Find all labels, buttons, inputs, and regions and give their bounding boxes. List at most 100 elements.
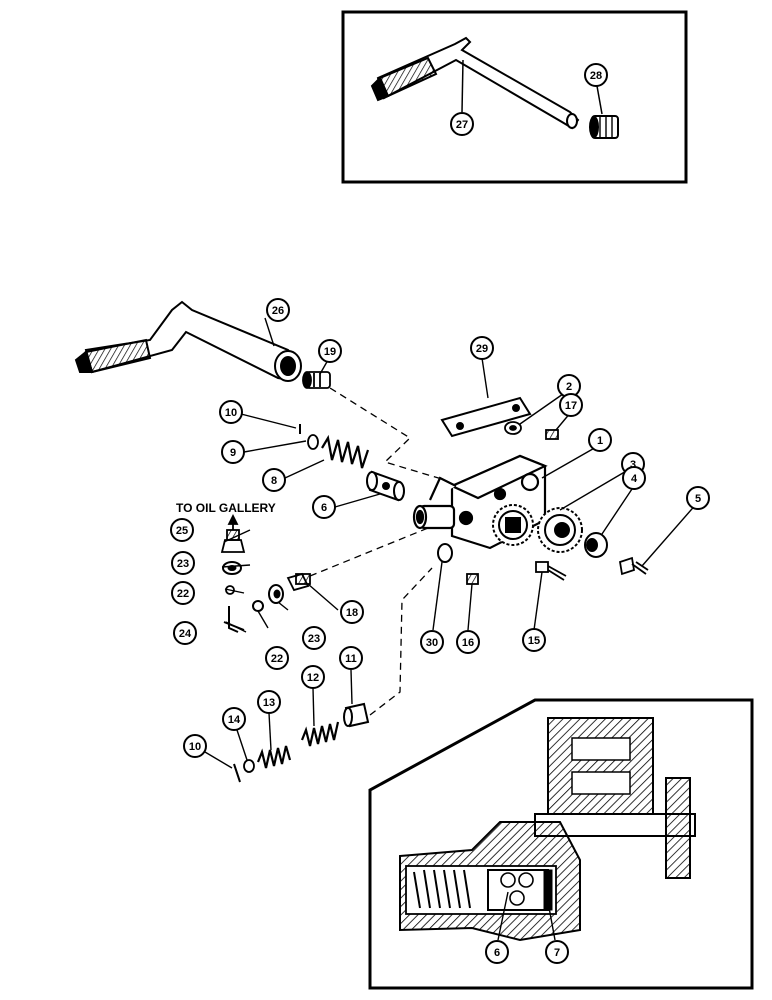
washer-9-drawing bbox=[307, 434, 319, 450]
shaft-collar-section bbox=[665, 777, 691, 879]
leader-7-inset bbox=[547, 901, 556, 941]
callout-23-left: 23 bbox=[171, 551, 195, 575]
callout-15-label: 15 bbox=[528, 635, 540, 647]
spring-13-drawing bbox=[256, 745, 292, 769]
callout-4-label: 4 bbox=[631, 473, 638, 485]
callouts: 26 19 29 2 17 10 9 8 1 3 4 5 6 25 23 22 … bbox=[170, 63, 710, 964]
callout-17-label: 17 bbox=[565, 400, 577, 412]
callout-3-label: 3 bbox=[630, 459, 636, 471]
main-assembly bbox=[74, 300, 699, 783]
gear-cavity-upper bbox=[571, 737, 631, 761]
callout-30: 30 bbox=[420, 630, 444, 654]
ball-22-right-drawing bbox=[252, 600, 264, 612]
callout-10-upper-label: 10 bbox=[225, 407, 237, 419]
callout-25: 25 bbox=[170, 518, 194, 542]
callout-1: 1 bbox=[588, 428, 612, 452]
pin-24-drawing bbox=[223, 606, 245, 633]
callout-10-lower: 10 bbox=[183, 734, 207, 758]
callout-8: 8 bbox=[262, 468, 286, 492]
plate-29-drawing bbox=[440, 396, 532, 438]
washer-14-drawing bbox=[243, 759, 255, 773]
fitting-25-drawing bbox=[220, 513, 246, 553]
alignment-line-lower bbox=[369, 567, 433, 716]
top-inset bbox=[341, 10, 688, 184]
callout-16-label: 16 bbox=[462, 637, 474, 649]
callout-10-lower-label: 10 bbox=[189, 741, 201, 753]
callout-2-label: 2 bbox=[566, 381, 572, 393]
callout-25-label: 25 bbox=[176, 525, 188, 537]
callout-26-label: 26 bbox=[272, 305, 284, 317]
callout-22-left-label: 22 bbox=[177, 588, 189, 600]
callout-10-upper: 10 bbox=[219, 400, 243, 424]
valve-6-drawing bbox=[366, 470, 405, 502]
callout-9-label: 9 bbox=[230, 447, 236, 459]
callout-11-label: 11 bbox=[345, 653, 357, 665]
spring-8-drawing bbox=[321, 434, 370, 469]
callout-4: 4 bbox=[622, 466, 646, 490]
callout-29-label: 29 bbox=[476, 343, 488, 355]
callout-19-label: 19 bbox=[324, 346, 336, 358]
plunger-port-b bbox=[518, 872, 534, 888]
callout-15: 15 bbox=[522, 628, 546, 652]
callout-11: 11 bbox=[339, 646, 363, 670]
plug-17-drawing bbox=[545, 429, 559, 440]
callout-24-label: 24 bbox=[179, 628, 192, 640]
callout-8-label: 8 bbox=[271, 475, 277, 487]
pin-10-lower-drawing bbox=[233, 763, 241, 783]
callout-29: 29 bbox=[470, 336, 494, 360]
crank-handle-26-drawing bbox=[74, 300, 302, 382]
callout-14: 14 bbox=[222, 707, 246, 731]
callout-16: 16 bbox=[456, 630, 480, 654]
leader-27 bbox=[461, 59, 464, 113]
washer-23-right-hole bbox=[273, 589, 281, 599]
callout-22-right: 22 bbox=[265, 646, 289, 670]
washer-4-drawing bbox=[584, 532, 608, 558]
plunger-port-c bbox=[509, 890, 525, 906]
callout-6-inset-label: 6 bbox=[494, 947, 500, 959]
leader-6-inset bbox=[497, 891, 509, 941]
callout-14-label: 14 bbox=[228, 714, 241, 726]
gear-cavity-lower bbox=[571, 771, 631, 795]
crank-handle-27-drawing bbox=[370, 36, 580, 130]
spring-12-drawing bbox=[300, 721, 340, 747]
callout-13: 13 bbox=[257, 690, 281, 714]
callout-5: 5 bbox=[686, 486, 710, 510]
plug-16-drawing bbox=[466, 573, 479, 585]
callout-18-label: 18 bbox=[346, 607, 358, 619]
leader-lines bbox=[204, 317, 699, 769]
alignment-line-upper bbox=[329, 387, 446, 481]
callout-12: 12 bbox=[301, 665, 325, 689]
fitting-28-drawing bbox=[589, 115, 619, 139]
callout-22-right-label: 22 bbox=[271, 653, 283, 665]
callout-22-left: 22 bbox=[171, 581, 195, 605]
plug-11-drawing bbox=[343, 702, 370, 728]
callout-30-label: 30 bbox=[426, 637, 438, 649]
top-inset-frame bbox=[341, 10, 688, 184]
o-ring-30-drawing bbox=[437, 543, 453, 563]
callout-23-right: 23 bbox=[302, 626, 326, 650]
callout-27: 27 bbox=[450, 112, 474, 136]
bolt-15-drawing bbox=[535, 561, 567, 581]
leader-28 bbox=[596, 85, 603, 115]
callout-9: 9 bbox=[221, 440, 245, 464]
retaining-pin-7-section bbox=[543, 869, 553, 911]
oil-gallery-note: TO OIL GALLERY bbox=[176, 501, 276, 515]
callout-27-label: 27 bbox=[456, 119, 468, 131]
relief-spring-section bbox=[413, 869, 471, 909]
callout-5-label: 5 bbox=[695, 493, 701, 505]
plunger-port-a bbox=[500, 872, 516, 888]
bolt-5-drawing bbox=[618, 556, 649, 576]
callout-23-right-label: 23 bbox=[308, 633, 320, 645]
nut-2-drawing bbox=[504, 421, 522, 435]
callout-7: 7 bbox=[545, 940, 569, 964]
bottom-inset bbox=[368, 698, 754, 990]
pump-housing-section bbox=[547, 717, 654, 819]
callout-6-inset: 6 bbox=[485, 940, 509, 964]
gears-3-drawing bbox=[492, 504, 583, 553]
callout-17: 17 bbox=[559, 393, 583, 417]
callout-28: 28 bbox=[584, 63, 608, 87]
callout-12-label: 12 bbox=[307, 672, 319, 684]
callout-6-main: 6 bbox=[312, 495, 336, 519]
callout-28-label: 28 bbox=[590, 70, 602, 82]
